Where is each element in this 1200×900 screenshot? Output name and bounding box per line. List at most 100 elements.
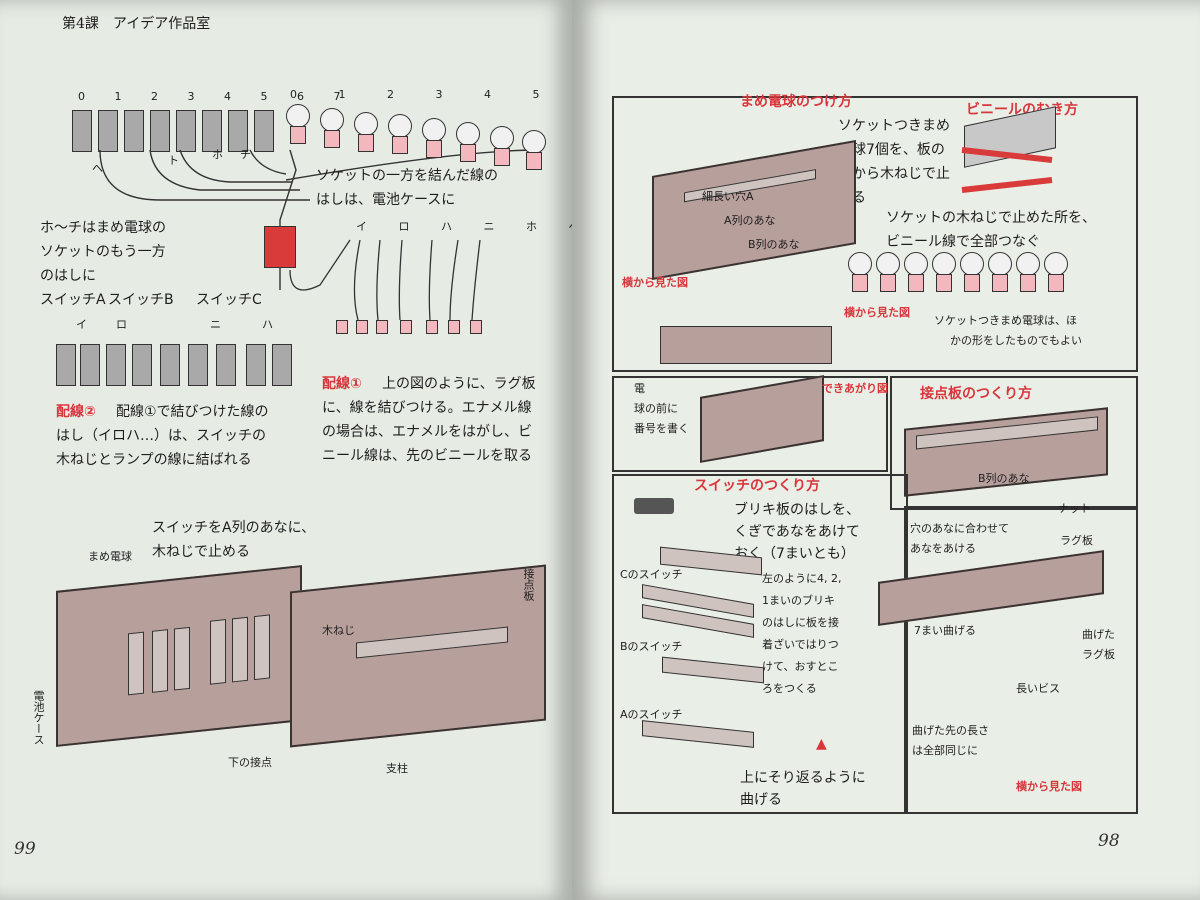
contact-board-right	[290, 564, 546, 748]
socket-note-1: ソケットの一方を結んだ線の	[316, 168, 498, 184]
bulb-row	[284, 104, 546, 170]
sori-2: 曲げる	[740, 792, 782, 808]
setten-title: 接点板のつくり方	[920, 386, 1032, 402]
nana-mage-label: 7まい曲げる	[914, 624, 976, 637]
yoko-zu-label-2: 横から見た図	[844, 306, 910, 319]
ana-2: あなをあける	[910, 542, 976, 555]
socket-note-2: はしは、電池ケースに	[316, 192, 456, 208]
sw-label-i: イ	[76, 318, 87, 331]
gray-switch-row	[72, 108, 274, 154]
ho-note-3: のはしに	[40, 268, 96, 284]
sw-label-ro: ロ	[116, 318, 127, 331]
socket7-1: ソケットつきまめ	[838, 118, 950, 134]
wiring1-line1: 上の図のように、ラグ板	[382, 376, 536, 392]
side-view-board	[660, 326, 832, 364]
mageta-saki-1: 曲げた先の長さ	[912, 724, 989, 737]
right-page: まめ電球のつけ方 ビニールのむき方 ソケットつきまめ 電球7個を、板の 上から木…	[572, 0, 1200, 900]
lug-build-box	[904, 506, 1138, 814]
switch-number-row: 0 1 2 3 4 5 6 7	[78, 90, 354, 103]
b-retsu-label-2: B列のあな	[978, 472, 1030, 485]
bango-3: 番号を書く	[634, 422, 689, 435]
sw-label-ni: ニ	[210, 318, 221, 331]
yoko-zu-label-3: 横から見た図	[1016, 780, 1082, 793]
left-fig-3: のはしに板を接	[762, 616, 839, 629]
left-fig-6: ろをつくる	[762, 682, 817, 695]
shita-setten-label: 下の接点	[228, 756, 272, 769]
mageta-saki-2: は全部同じに	[912, 744, 978, 757]
nut-label: ナット	[1058, 502, 1091, 515]
yoko-zu-label-1: 横から見た図	[622, 276, 688, 289]
switch-mount-2: 木ねじで止める	[152, 544, 250, 560]
a-retsu-label: A列のあな	[724, 214, 776, 227]
switch-title: スイッチのつくり方	[694, 478, 820, 494]
label-to: ト	[168, 154, 179, 167]
shichu-label: 支柱	[386, 762, 408, 775]
socket-vinyl-2: ビニール線で全部つなぐ	[886, 234, 1040, 250]
bango-1: 電	[634, 382, 645, 395]
left-fig-1: 左のように4, 2,	[762, 572, 842, 585]
switch-mount-1: スイッチをA列のあなに、	[152, 520, 316, 536]
ana-1: 穴のあなに合わせて	[910, 522, 1009, 535]
switch-row-diagram	[56, 340, 296, 390]
wiring1-line2: に、線を結びつける。エナメル線	[322, 400, 532, 416]
nagai-bis-label: 長いビス	[1016, 682, 1060, 695]
lug-row	[336, 318, 496, 338]
left-page: 第4課 アイデア作品室 0 1 2 3 4 5 6 7 ヘ ト ホ チ 0 1 …	[0, 0, 664, 900]
page-header: 第4課 アイデア作品室	[62, 16, 211, 32]
dekiagari-label: できあがり図	[822, 382, 888, 395]
sw-label-ha: ハ	[262, 318, 273, 331]
hammer-icon	[634, 498, 674, 514]
wiring2-title: 配線②	[56, 404, 96, 420]
buriki-3: おく（7まいとも）	[734, 546, 855, 562]
battery-case-icon	[264, 226, 296, 268]
bango-2: 球の前に	[634, 402, 678, 415]
buriki-1: ブリキ板のはしを、	[734, 502, 860, 518]
ho-note-1: ホ～チはまめ電球の	[40, 220, 166, 236]
switch-c-label: スイッチC	[196, 292, 262, 308]
b-switch-label: Bのスイッチ	[620, 640, 683, 653]
socket-vinyl-1: ソケットの木ねじで止めた所を、	[886, 210, 1096, 226]
switch-a-label: スイッチA	[40, 292, 106, 308]
rag-ban-label: ラグ板	[1060, 534, 1093, 547]
socket7-2: 電球7個を、板の	[838, 142, 945, 158]
contact-plate-box	[890, 376, 1138, 510]
hosonagai-label: 細長い穴A	[702, 190, 754, 203]
label-he: ヘ	[92, 162, 103, 175]
kineji-label: 木ねじ	[322, 624, 355, 637]
switch-board-left	[56, 565, 302, 747]
wiring1-line4: ニール線は、先のビニールを取る	[322, 448, 532, 464]
page-number-left: 99	[14, 839, 36, 859]
label-chi: チ	[240, 148, 251, 161]
b-retsu-label: B列のあな	[748, 238, 800, 251]
page-number-right: 98	[1098, 831, 1120, 851]
switch-b-label: スイッチB	[108, 292, 174, 308]
buriki-2: くぎであなをあけて	[734, 524, 860, 540]
wiring2-line3: 木ねじとランプの線に結ばれる	[56, 452, 252, 468]
ho-note-2: ソケットのもう一方	[40, 244, 166, 260]
mageta-1: 曲げた	[1082, 628, 1115, 641]
mageta-2: ラグ板	[1082, 648, 1115, 661]
wire-to-lugs	[289, 239, 481, 321]
vinyl-wire-icon	[961, 147, 1053, 193]
c-switch-label: Cのスイッチ	[620, 568, 683, 581]
socket7-3: 上から木ねじで止	[838, 166, 950, 182]
wiring2-line2: はし（イロハ…）は、スイッチの	[56, 428, 266, 444]
socket-note-r1: ソケットつきまめ電球は、ほ	[934, 314, 1077, 327]
left-fig-4: 着ざいではりつ	[762, 638, 839, 651]
sori-1: 上にそり返るように	[740, 770, 866, 786]
left-fig-5: けて、おすとこ	[762, 660, 839, 673]
wiring2-line1: 配線①で結びつけた線の	[116, 404, 269, 420]
label-ho: ホ	[212, 148, 223, 161]
left-fig-2: 1まいのブリキ	[762, 594, 835, 607]
bulb-number-row: 0 1 2 3 4 5 6 7	[290, 88, 656, 101]
mame-denkyu-label: まめ電球	[88, 550, 132, 563]
switch-build-box	[612, 474, 908, 814]
complete-box	[612, 376, 888, 472]
socket-note-r2: かの形をしたものでもよい	[950, 334, 1082, 347]
bulb-mount-box	[612, 96, 1138, 372]
denchi-case-label: 電池ケース	[32, 690, 46, 745]
wiring1-title: 配線①	[322, 376, 362, 392]
vinyl-bulb-row	[848, 252, 1088, 302]
bulb-title: まめ電球のつけ方	[740, 94, 852, 110]
wiring1-line3: の場合は、エナメルをはがし、ビ	[322, 424, 532, 440]
